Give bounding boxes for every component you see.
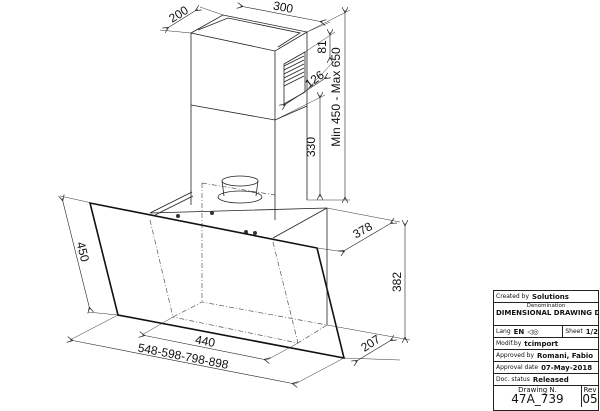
vent-grille (283, 51, 306, 105)
hidden-body-outline (149, 182, 328, 344)
doc-status-row: Doc. status Released (494, 374, 598, 386)
doc-status-value: Released (532, 375, 569, 384)
dim-200: 200 (166, 3, 191, 26)
approval-date-label: Approval date (496, 364, 539, 371)
lang-label: Lang (496, 328, 511, 335)
denomination-row: Denomination DIMENSIONAL DRAWING DAISY (494, 303, 598, 326)
rev-value: 05 (582, 392, 598, 406)
rev-cell: Rev 05 (582, 386, 598, 407)
rev-label: Rev (583, 386, 597, 394)
denomination-value: DIMENSIONAL DRAWING DAISY (496, 309, 598, 317)
glass-panel (88, 201, 346, 360)
dim-207: 207 (358, 332, 383, 355)
denomination-label: Denomination (526, 303, 566, 309)
lang-value: EN (513, 327, 525, 336)
dim-81: 81 (315, 40, 329, 54)
dim-330: 330 (304, 137, 318, 157)
dim-300: 300 (272, 0, 295, 16)
drawing-number-label: Drawing N. (518, 386, 557, 394)
created-by-row: Created by Solutions (494, 291, 598, 303)
created-by-value: Solutions (532, 292, 569, 301)
drawing-number-row: Drawing N. 47A_739 Rev 05 (494, 386, 598, 407)
dim-total-widths: 548-598-798-898 (137, 341, 230, 372)
title-block: Created by Solutions Denomination DIMENS… (493, 290, 599, 411)
approved-value: Romani, Fabio (537, 351, 594, 360)
sheet-cell: Sheet 1/2 (562, 326, 598, 337)
approval-date-row: Approval date 07-May-2018 (494, 362, 598, 374)
created-by-label: Created by (496, 293, 530, 300)
dimension-lines (60, 6, 411, 384)
approved-row: Approved by Romani, Fabio (494, 350, 598, 362)
drawing-number-cell: Drawing N. 47A_739 (494, 386, 582, 407)
doc-status-label: Doc. status (496, 376, 530, 383)
dim-min-max: Min 450 - Max 650 (329, 47, 343, 147)
dim-450: 450 (74, 240, 93, 263)
sheet-value: 1/2 (585, 327, 598, 336)
modif-value: tcimport (524, 339, 559, 348)
lang-sheet-row: Lang EN ◁◎ Sheet 1/2 (494, 326, 598, 338)
drawing-number-value: 47A_739 (511, 392, 564, 406)
dim-126: 126 (302, 68, 327, 91)
dim-382: 382 (390, 272, 404, 292)
approved-label: Approved by (496, 352, 535, 359)
duct-collar (217, 175, 263, 204)
modif-label: Modif.by (496, 340, 522, 347)
projection-symbol-icon: ◁◎ (527, 327, 539, 336)
chimney (189, 14, 309, 220)
modif-row: Modif.by tcimport (494, 338, 598, 350)
dim-378: 378 (350, 219, 375, 241)
dim-440: 440 (194, 332, 217, 350)
mounting-plate (149, 191, 328, 239)
approval-date-value: 07-May-2018 (541, 363, 593, 372)
sheet-label: Sheet (565, 328, 583, 335)
